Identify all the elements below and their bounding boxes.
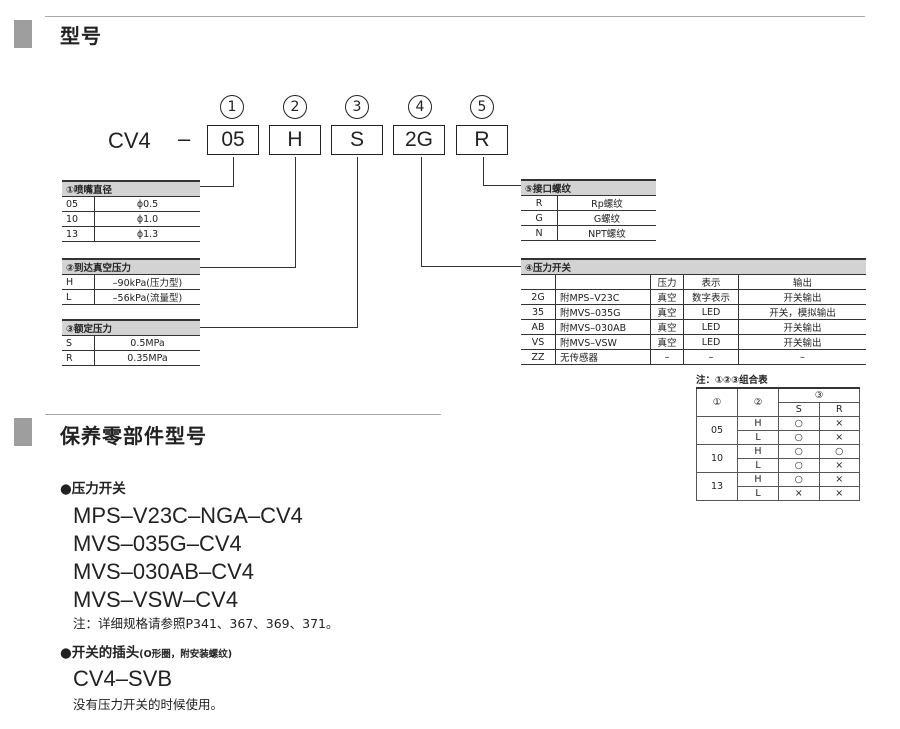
table-title: ③额定压力: [62, 319, 200, 336]
part-number: MVS–VSW–CV4: [73, 587, 239, 612]
table-row: H–90kPa(压力型): [62, 274, 200, 290]
code-box-3: S: [331, 125, 383, 155]
table-row: L○×: [697, 430, 860, 445]
index-2: 2: [283, 95, 307, 119]
note-reference: 注：详细规格请参照P341、367、369、371。: [73, 616, 339, 631]
switch-plug-heading: ●开关的插头(O形圈，附安装螺纹): [60, 645, 233, 661]
table-title: ②到达真空压力: [62, 258, 200, 275]
section-marker: [14, 418, 32, 446]
model-prefix: CV4: [108, 128, 151, 153]
note-usage: 没有压力开关的时候使用。: [73, 697, 224, 712]
table-header-row: 压力 表示 输出: [521, 274, 866, 290]
section-marker: [14, 20, 32, 48]
table-title: ④压力开关: [521, 258, 866, 275]
table-row: L××: [697, 486, 860, 501]
part-number: MVS–035G–CV4: [73, 531, 242, 556]
index-5: 5: [470, 95, 494, 119]
code-box-4: 2G: [393, 125, 445, 155]
table-row: L–56kPa(流量型): [62, 289, 200, 305]
index-3: 3: [345, 95, 369, 119]
code-box-2: H: [269, 125, 321, 155]
table-title: ⑤接口螺纹: [521, 179, 656, 196]
model-dash: –: [178, 126, 191, 151]
code-box-1: 05: [207, 125, 259, 155]
combo-note: 注：①②③组合表: [696, 375, 768, 386]
section-title: 型号: [60, 24, 102, 48]
part-number: MVS–030AB–CV4: [73, 559, 254, 584]
pressure-switch-heading: ●压力开关: [60, 481, 126, 497]
index-1: 1: [220, 95, 244, 119]
table-title: ①喷嘴直径: [62, 180, 200, 197]
code-box-5: R: [456, 125, 508, 155]
part-number: CV4–SVB: [73, 666, 173, 691]
vacuum-pressure-table: ②到达真空压力 H–90kPa(压力型) L–56kPa(流量型): [62, 258, 200, 305]
index-4: 4: [408, 95, 432, 119]
section-title: 保养零部件型号: [60, 424, 207, 448]
part-number: MPS–V23C–NGA–CV4: [73, 503, 303, 528]
